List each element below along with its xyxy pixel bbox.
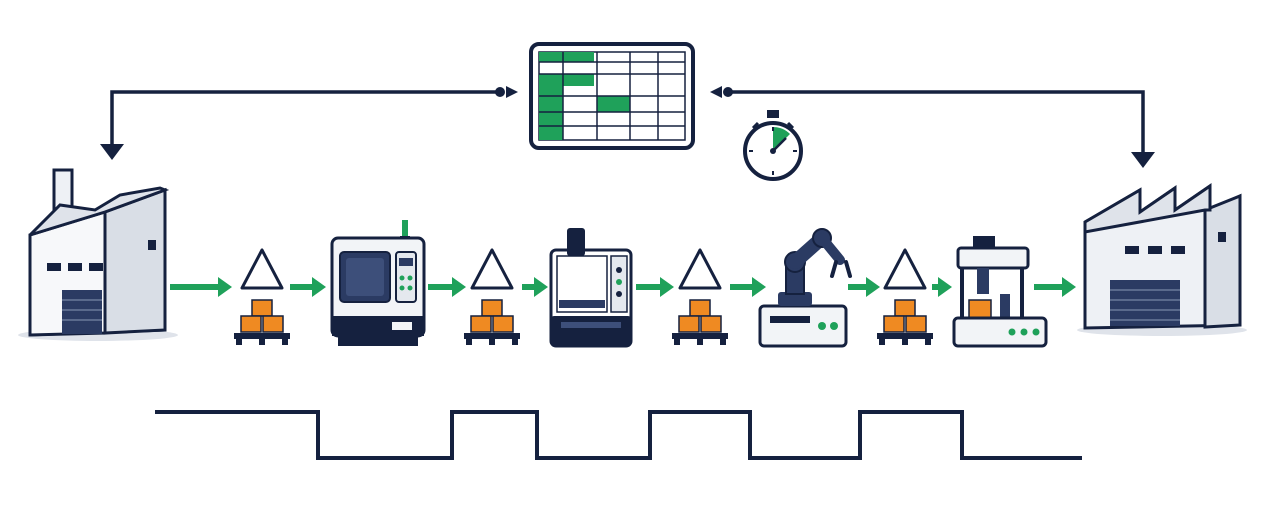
spreadsheet-icon [529, 42, 695, 150]
push-arrow-head [452, 277, 466, 297]
robot-arm-icon [758, 228, 852, 348]
push-arrow-head [938, 277, 952, 297]
stopwatch-icon [743, 110, 803, 181]
information-flow-left [100, 86, 518, 160]
milling-machine-icon [549, 228, 633, 348]
information-flow-right [710, 86, 1155, 168]
cnc-machine-icon [330, 220, 426, 346]
inventory-triangle-icon [234, 248, 290, 345]
push-arrow-head [660, 277, 674, 297]
push-arrow-head [752, 277, 766, 297]
push-arrow-head [1062, 277, 1076, 297]
material-flow-arrows [170, 277, 1076, 297]
inventory-triangle-icon [672, 248, 728, 345]
customer-factory-icon [1077, 183, 1247, 336]
push-arrow-head [534, 277, 548, 297]
press-machine-icon [952, 236, 1048, 348]
push-arrow-head [866, 277, 880, 297]
inventory-triangle-icon [877, 248, 933, 345]
inventory-triangle-icon [464, 248, 520, 345]
push-arrow-head [218, 277, 232, 297]
lead-time-ladder [155, 410, 1082, 460]
supplier-factory-icon [18, 168, 178, 341]
push-arrow-head [312, 277, 326, 297]
